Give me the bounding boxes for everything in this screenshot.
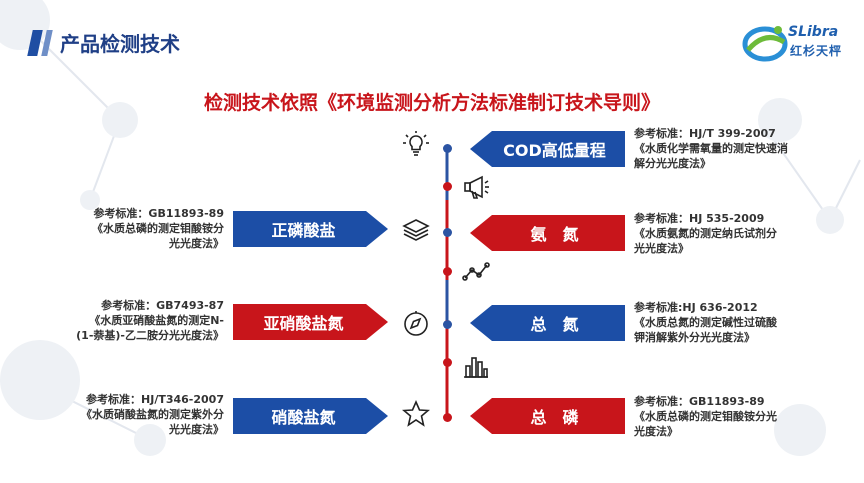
reference-standard-total-nitrogen: 参考标准:HJ 636-2012 《水质总氮的测定碱性过硫酸 钾消解紫外分光光度…: [634, 301, 777, 344]
timeline-dot: [443, 182, 452, 191]
subtitle: 检测技术依照《环境监测分析方法标准制订技术导则》: [203, 92, 660, 114]
timeline-dot: [443, 228, 452, 237]
method-nitrate-nitrogen: 硝酸盐氮: [233, 398, 388, 434]
bar-chart-icon: [464, 357, 488, 378]
reference-standard-nitrate-nitrogen: 参考标准：HJ/T346-2007 《水质硝酸盐氮的测定紫外分 光光度法》: [81, 393, 224, 436]
logo-text-en: SLibra: [788, 24, 839, 40]
timeline-dot: [443, 144, 452, 153]
timeline-dot: [443, 267, 452, 276]
method-orthophosphate: 正磷酸盐: [233, 211, 388, 247]
method-ammonia-nitrogen: 氨 氮: [470, 215, 625, 251]
reference-standard-ammonia-nitrogen: 参考标准：HJ 535-2009 《水质氨氮的测定纳氏试剂分 光光度法》: [634, 212, 777, 255]
method-label: 亚硝酸盐氮: [263, 314, 344, 333]
method-cod: COD高低量程: [470, 131, 625, 167]
timeline-dot: [443, 358, 452, 367]
method-label: 硝酸盐氮: [271, 408, 336, 427]
method-label: COD高低量程: [503, 141, 606, 160]
method-nitrite-nitrogen: 亚硝酸盐氮: [233, 304, 388, 340]
logo-text-cn: 红杉天枰: [790, 44, 843, 58]
method-label: 正磷酸盐: [271, 221, 336, 240]
method-total-phosphorus: 总 磷: [470, 398, 625, 434]
method-label: 总 磷: [530, 408, 579, 427]
line-chart-icon: [462, 262, 490, 281]
compass-icon: [404, 311, 428, 336]
megaphone-icon: [464, 175, 489, 199]
reference-standard-total-phosphorus: 参考标准：GB11893-89 《水质总磷的测定钼酸铵分光 光度法》: [634, 395, 777, 438]
timeline-dot: [443, 320, 452, 329]
method-label: 总 氮: [530, 315, 579, 334]
page-title: 产品检测技术: [60, 32, 180, 56]
timeline-dot: [443, 413, 452, 422]
reference-standard-nitrite-nitrogen: 参考标准：GB7493-87 《水质亚硝酸盐氮的测定N- (1-萘基)-乙二胺分…: [76, 299, 224, 342]
reference-standard-cod: 参考标准：HJ/T 399-2007 《水质化学需氧量的测定快速消 解分光光度法…: [634, 127, 788, 170]
star-icon: [402, 400, 430, 427]
method-label: 氨 氮: [530, 225, 579, 244]
reference-standard-orthophosphate: 参考标准：GB11893-89 《水质总磷的测定钼酸铵分 光光度法》: [92, 207, 224, 250]
logo: [742, 26, 788, 62]
method-total-nitrogen: 总 氮: [470, 305, 625, 341]
lightbulb-icon: [403, 131, 429, 156]
layers-icon: [402, 219, 430, 241]
timeline: [445, 148, 449, 420]
